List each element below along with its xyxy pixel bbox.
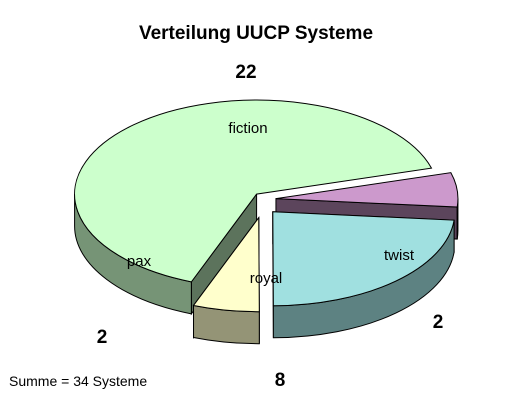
pie-labels: fiction twist royal pax 22 2 8 2: [97, 62, 444, 391]
slice-label-royal: royal: [250, 270, 283, 287]
value-label-twist: 2: [433, 312, 444, 333]
summary-note: Summe = 34 Systeme: [9, 373, 147, 389]
value-label-royal: 8: [275, 370, 286, 391]
value-label-fiction: 22: [235, 62, 256, 83]
slice-top-fiction: [74, 99, 433, 283]
slice-label-twist: twist: [384, 247, 415, 264]
slice-label-fiction: fiction: [228, 120, 267, 137]
slice-label-pax: pax: [127, 253, 152, 270]
slice-top-pax: [192, 216, 260, 313]
pie-slices: [74, 99, 459, 345]
slice-top-twist: [275, 172, 459, 208]
value-label-pax: 2: [97, 327, 108, 348]
slice-top-royal: [272, 211, 455, 307]
chart-title: Verteilung UUCP Systeme: [139, 23, 373, 44]
